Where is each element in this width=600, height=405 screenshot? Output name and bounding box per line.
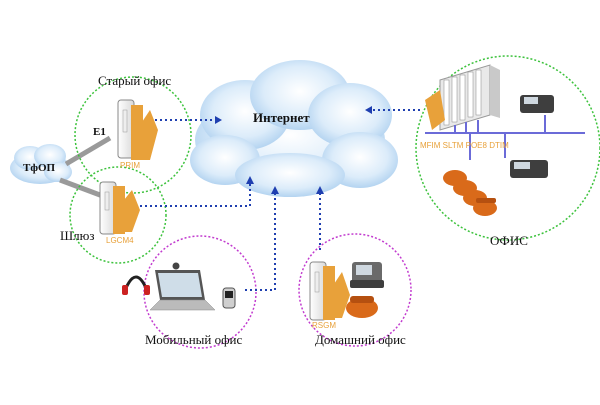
gateway-label: Шлюз (60, 228, 95, 243)
home-ip-phone-icon (350, 262, 384, 288)
office-ip-phone-icon (520, 95, 554, 113)
mobile-office-label: Мобильный офис (145, 332, 243, 347)
old-office-circle (74, 76, 192, 194)
office-circle (415, 55, 600, 241)
old-office-label: Старый офис (98, 73, 172, 88)
rsgm-label: RSGM (312, 321, 336, 330)
office-ip-phone-2-icon (510, 160, 548, 178)
link-arrowheads (215, 106, 372, 194)
headset-icon (122, 275, 150, 295)
gateway-circle (69, 166, 167, 264)
home-office-label: Домашний офис (315, 332, 406, 347)
office-bus (425, 115, 585, 160)
lgcm4-label: LGCM4 (106, 236, 134, 245)
lgcm4-gateway-icon (99, 181, 140, 235)
e1-label: E1 (93, 126, 106, 138)
webcam-icon (172, 262, 180, 270)
laptop-icon (149, 270, 216, 311)
pbx-rack-icon (425, 64, 500, 131)
internet-links (130, 109, 420, 291)
mobile-phone-icon (222, 287, 236, 309)
internet-label: Интернет (253, 110, 310, 125)
pstn-cloud-icon (10, 144, 72, 184)
internet-cloud-icon (190, 60, 398, 197)
office-label: ОФИС (490, 233, 528, 248)
home-analog-phone-icon (346, 296, 378, 318)
home-office-circle (298, 233, 412, 347)
office-modules-label: MFIM SLTM POE8 DTIM (420, 141, 509, 150)
office-analog-phones-icon (443, 170, 497, 216)
rsgm-gateway-icon (309, 261, 350, 321)
prim-gateway-icon (117, 99, 158, 160)
mobile-office-circle (143, 235, 257, 349)
pstn-label: ТфОП (23, 162, 56, 174)
prim-label: PRIM (120, 161, 140, 170)
